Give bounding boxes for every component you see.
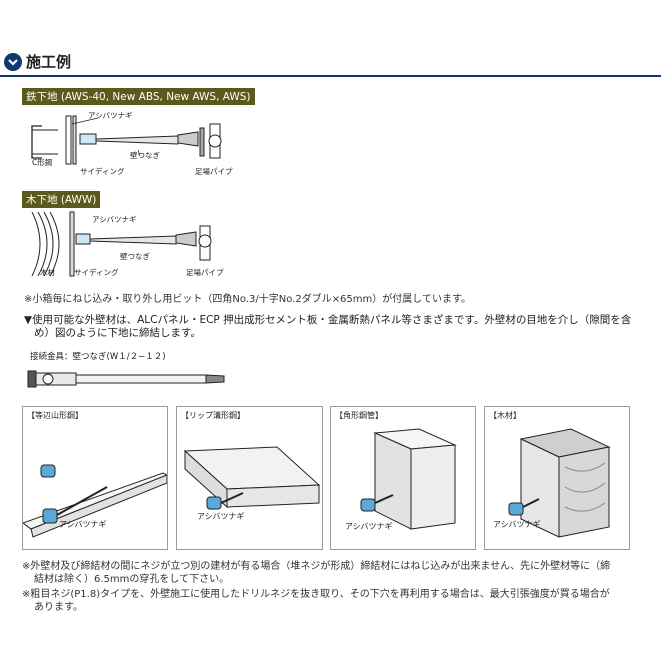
panel-wood: 【木材】 アシバツナギ bbox=[484, 406, 630, 550]
panel-label: 【木材】 bbox=[489, 411, 521, 420]
panel-square-tube: 【角形鋼管】 アシバツナギ bbox=[330, 406, 476, 550]
section-divider bbox=[0, 75, 661, 77]
steel-label-c-steel: C形鋼 bbox=[32, 158, 53, 167]
panel-label: 【角形鋼管】 bbox=[335, 411, 383, 420]
chevron-down-icon bbox=[4, 53, 22, 71]
steel-substrate-diagram bbox=[31, 115, 222, 165]
usage-text-line-1: ▼使用可能な外壁材は、ALCパネル・ECP 押出成形セメント板・金属断熱パネル等… bbox=[24, 314, 632, 326]
bit-note: ※小箱毎にねじ込み・取り外し用ビット（四角No.3/十字No.2ダブル×65mm… bbox=[24, 294, 471, 305]
usage-text-line-2: め）図のように下地に締結します。 bbox=[34, 327, 201, 339]
wood-substrate-tag: 木下地 (AWW) bbox=[22, 191, 101, 208]
steel-label-ashiba-tsunagi: アシバツナギ bbox=[88, 111, 133, 120]
steel-substrate-tag: 鉄下地 (AWS-40, New ABS, New AWS, AWS) bbox=[22, 88, 255, 105]
wood-label-siding: サイディング bbox=[74, 268, 119, 277]
wall-tie-fitting-illustration bbox=[27, 370, 225, 388]
panel-lip-channel: 【リップ溝形鋼】 アシバツナギ bbox=[176, 406, 323, 550]
panel-label: 【リップ溝形鋼】 bbox=[181, 411, 245, 420]
wood-label-ashiba-pipe: 足場パイプ bbox=[186, 268, 224, 277]
footnote-1-line-2: 結材は除く）6.5mmの穿孔をして下さい。 bbox=[34, 574, 230, 585]
footnote-2-line-2: あります。 bbox=[34, 602, 83, 613]
section-header: 施工例 bbox=[0, 50, 661, 77]
wood-label-kabe-tsunagi: 壁つなぎ bbox=[120, 252, 150, 261]
footnote-1: ※外壁材及び締結材の間にネジが立つ別の建材が有る場合（堆ネジが形成）締結材にはね… bbox=[22, 560, 658, 586]
section-title: 施工例 bbox=[26, 53, 72, 71]
panel-angle-steel: 【等辺山形鋼】 アシバツナギ bbox=[22, 406, 168, 550]
steel-label-ashiba-pipe: 足場パイプ bbox=[195, 167, 233, 176]
steel-label-siding: サイディング bbox=[80, 167, 125, 176]
panel-ashiba-tsunagi-label: アシバツナギ bbox=[59, 520, 107, 529]
footnote-2: ※粗目ネジ(P1.8)タイプを、外壁施工に使用したドリルネジを抜き取り、その下穴… bbox=[22, 588, 658, 614]
panel-ashiba-tsunagi-label: アシバツナギ bbox=[493, 520, 541, 529]
footnote-2-line-1: ※粗目ネジ(P1.8)タイプを、外壁施工に使用したドリルネジを抜き取り、その下穴… bbox=[22, 589, 610, 600]
panel-label: 【等辺山形鋼】 bbox=[27, 411, 83, 420]
wood-substrate-diagram bbox=[31, 211, 212, 277]
wood-label-mokuzai: 木材 bbox=[40, 268, 55, 277]
panel-ashiba-tsunagi-label: アシバツナギ bbox=[197, 512, 245, 521]
fitting-caption: 接続金具：壁つなぎ(W１/２−１２) bbox=[30, 352, 166, 362]
panel-ashiba-tsunagi-label: アシバツナギ bbox=[345, 522, 393, 531]
footnote-1-line-1: ※外壁材及び締結材の間にネジが立つ別の建材が有る場合（堆ネジが形成）締結材にはね… bbox=[22, 561, 611, 572]
wood-label-ashiba-tsunagi: アシバツナギ bbox=[92, 215, 137, 224]
steel-label-kabe-tsunagi: 壁つなぎ bbox=[130, 151, 160, 160]
